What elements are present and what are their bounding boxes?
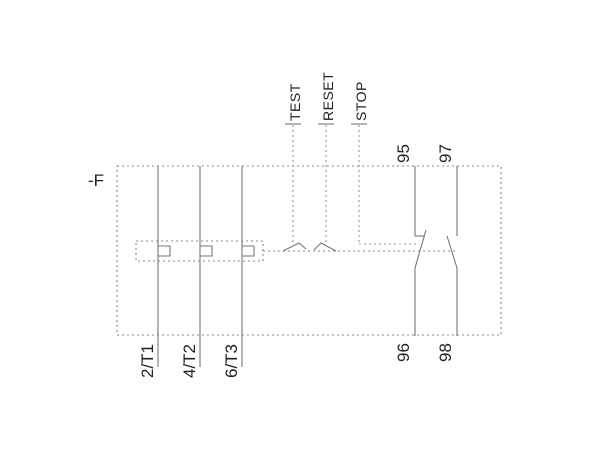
terminal-95-label: 95 [394, 144, 413, 163]
terminal-t3-label: 6/T3 [222, 344, 241, 378]
test-label: TEST [287, 83, 303, 121]
terminal-98-label: 98 [436, 343, 455, 362]
thermal-element-3 [242, 245, 255, 257]
no-contact-97-98 [446, 166, 458, 336]
device-designation: -F [88, 171, 104, 190]
stop-label: STOP [353, 81, 369, 121]
thermal-element-1 [158, 245, 171, 257]
terminal-t2-label: 4/T2 [180, 344, 199, 378]
reset-actuator: RESET [313, 72, 337, 252]
test-actuator: TEST [282, 83, 307, 252]
nc-contact-95-96 [414, 166, 427, 336]
thermal-element-2 [200, 245, 213, 257]
thermal-elements [135, 166, 264, 367]
terminal-97-label: 97 [436, 144, 455, 163]
reset-actuator-symbol [313, 242, 337, 252]
terminal-96-label: 96 [394, 343, 413, 362]
device-enclosure [116, 165, 502, 336]
nc-contact-blade [414, 229, 427, 269]
stop-actuator: STOP [351, 81, 418, 245]
no-contact-blade [446, 235, 458, 269]
reset-label: RESET [320, 72, 336, 121]
test-actuator-symbol [282, 242, 307, 252]
terminal-t1-label: 2/T1 [138, 344, 157, 378]
